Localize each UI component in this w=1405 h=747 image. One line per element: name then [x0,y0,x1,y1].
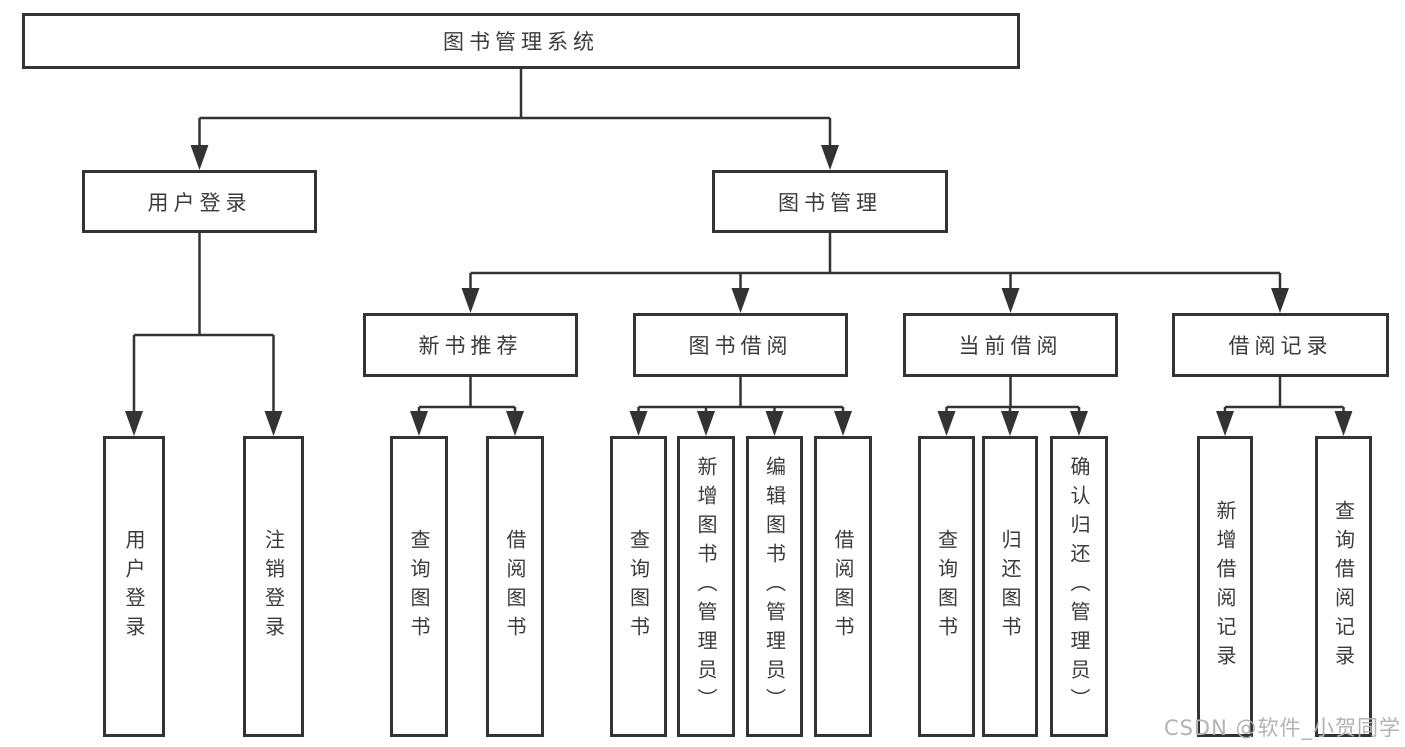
node-leaf-user-login: 用户登录 [103,436,165,737]
arrowhead [1001,411,1019,436]
connector-borrow-records-to-leaves [1223,377,1345,416]
connector-book-borrow-to-leaves [637,377,845,416]
watermark: CSDN @软件_小贺同学 [1163,716,1401,740]
node-leaf-br-query-record: 查询借阅记录 [1315,436,1372,737]
node-leaf-cb-query-books: 查询图书 [918,436,975,737]
connector-current-borrow-to-leaves [945,377,1081,416]
node-leaf-logout: 注销登录 [243,436,304,737]
node-leaf-nb-borrow-books: 借阅图书 [486,436,544,737]
node-leaf-bb-edit-books: 编辑图书（管理员） [746,436,803,737]
arrowhead [461,288,480,313]
connector-user-login-to-leaves [132,233,275,416]
node-leaf-bb-query-books: 查询图书 [610,436,667,737]
node-leaf-bb-borrow-books: 借阅图书 [814,436,872,737]
arrowhead [765,411,784,436]
arrowhead [1001,288,1020,313]
connector-new-books-to-leaves [417,377,517,416]
arrowhead [506,411,524,436]
node-leaf-cb-return-books: 归还图书 [982,436,1038,737]
node-leaf-bb-add-books: 新增图书（管理员） [677,436,735,737]
arrowhead [410,411,428,436]
node-leaf-cb-confirm-return: 确认归还（管理员） [1050,436,1108,737]
arrowhead [834,411,852,436]
node-root: 图书管理系统 [22,13,1020,69]
arrowhead [1216,411,1234,436]
arrowhead [1334,411,1353,436]
arrowhead [937,411,956,436]
node-leaf-nb-query-books: 查询图书 [390,436,448,737]
node-user-login: 用户登录 [82,170,317,233]
arrowhead [629,411,648,436]
arrowhead [190,145,209,170]
arrowhead [264,411,283,436]
arrowhead [731,288,750,313]
node-current-borrow: 当前借阅 [903,313,1118,377]
node-book-mgmt: 图书管理 [712,170,948,233]
node-leaf-br-add-record: 新增借阅记录 [1197,436,1253,737]
node-new-books: 新书推荐 [363,313,578,377]
arrowhead [1271,288,1289,313]
connector-book-mgmt-to-level3 [469,233,1282,293]
arrowhead [1070,411,1088,436]
node-book-borrow: 图书借阅 [633,313,848,377]
arrowhead [821,145,839,170]
arrowhead [697,411,715,436]
connector-root-to-level2 [198,69,832,150]
arrowhead [125,411,143,436]
node-borrow-records: 借阅记录 [1172,313,1389,377]
